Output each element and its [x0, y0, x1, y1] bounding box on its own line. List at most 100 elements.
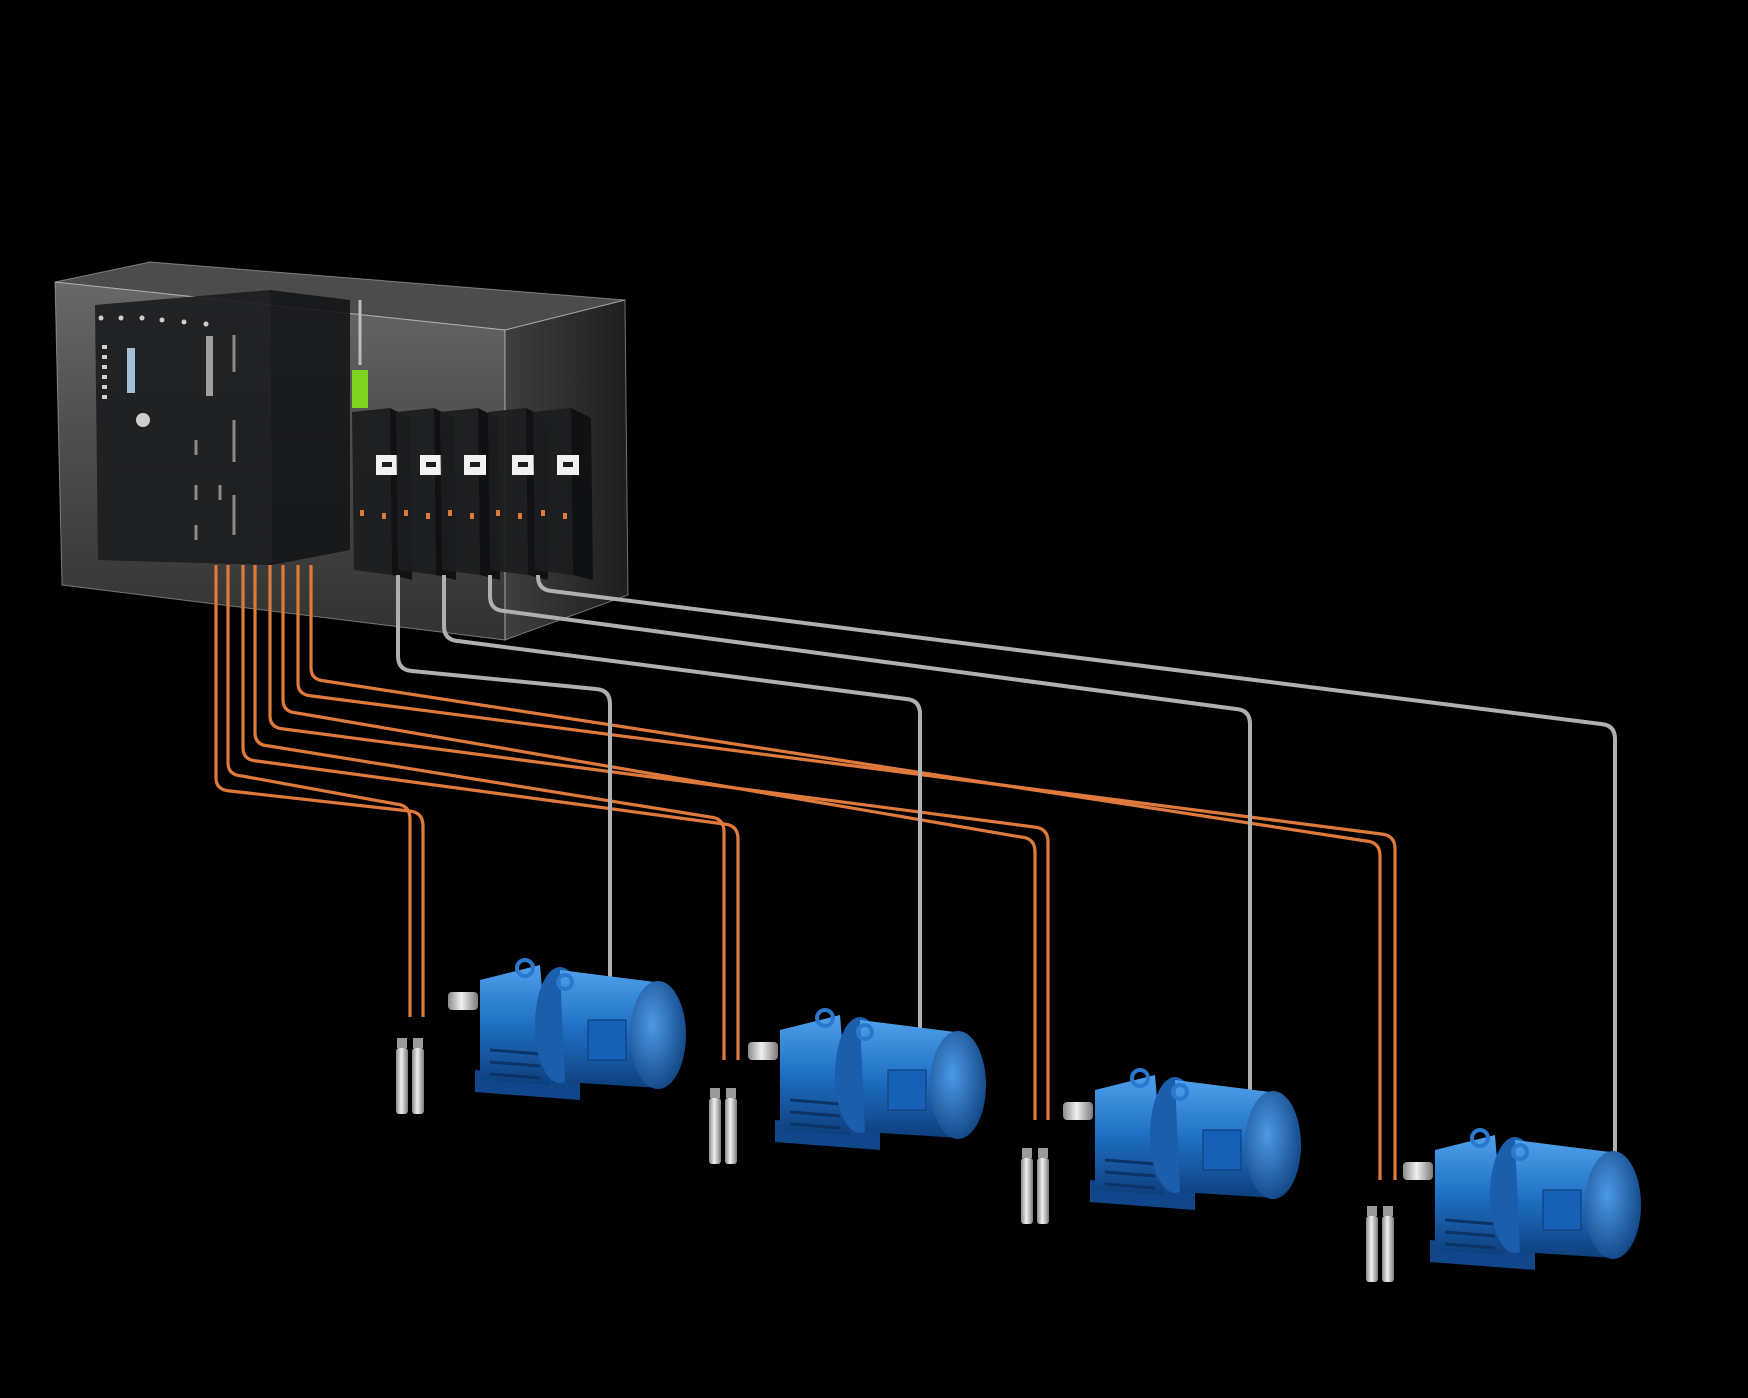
motor-end-cap — [630, 981, 686, 1089]
sensor-nut — [1038, 1148, 1048, 1158]
proximity-sensor-pair-4 — [1366, 1206, 1394, 1282]
drive-label-slot — [382, 462, 392, 467]
sensor-body — [1037, 1158, 1049, 1224]
motor-end-cap — [1585, 1151, 1641, 1259]
plc-display — [127, 348, 135, 393]
drive-led — [470, 513, 474, 519]
terminal-box — [1542, 1189, 1582, 1231]
motor-cable-2 — [442, 575, 922, 1088]
sensor-nut — [1022, 1148, 1032, 1158]
gearbox-housing — [480, 965, 550, 1085]
gearbox-ribs — [789, 1098, 841, 1130]
motor-cable-3 — [488, 575, 1252, 1143]
drive-led — [426, 513, 430, 519]
drive-led — [518, 513, 522, 519]
drive-module-5 — [533, 408, 593, 580]
drive-led — [541, 510, 545, 516]
proximity-sensor-pair-3 — [1021, 1148, 1049, 1224]
drive-led — [382, 513, 386, 519]
control-cabinet — [54, 261, 629, 641]
drive-body — [533, 408, 573, 575]
motor-shaft — [448, 992, 478, 1010]
plc-card-indicator — [206, 336, 213, 396]
sensor-nut — [413, 1038, 423, 1048]
gear-motor-3 — [1063, 1068, 1301, 1210]
gearbox-ribs — [1104, 1158, 1156, 1190]
sensor-body — [1021, 1158, 1033, 1224]
lifting-eye — [815, 1008, 835, 1028]
plc-key-switch — [136, 413, 150, 427]
gearbox-ribs — [489, 1048, 541, 1080]
motor-cable-4 — [536, 575, 1617, 1200]
drive-side — [571, 408, 593, 580]
drive-led — [448, 510, 452, 516]
terminal-box — [587, 1019, 627, 1061]
motor-end-cap — [1245, 1091, 1301, 1199]
sensor-body — [412, 1048, 424, 1114]
drive-label-slot — [563, 462, 573, 467]
drive-led — [360, 510, 364, 516]
motor-shaft — [1063, 1102, 1093, 1120]
plc-rack — [95, 290, 350, 565]
sensor-cable-5 — [268, 565, 1050, 1120]
drive-body — [440, 408, 480, 575]
motor-end-cap — [930, 1031, 986, 1139]
sensor-cable-7 — [296, 565, 1397, 1180]
proximity-sensor-pair-1 — [396, 1038, 424, 1114]
terminal-box — [1202, 1129, 1242, 1171]
proximity-sensor-pair-2 — [709, 1088, 737, 1164]
sensor-body — [1382, 1216, 1394, 1282]
sensor-body — [725, 1098, 737, 1164]
sensor-cable-6 — [281, 565, 1037, 1120]
drive-body — [352, 408, 392, 575]
motor-shaft — [1403, 1162, 1433, 1180]
drive-body — [488, 408, 528, 575]
drive-label-slot — [518, 462, 528, 467]
sensor-nut — [1367, 1206, 1377, 1216]
drive-modules — [352, 408, 593, 580]
plc-connectors — [194, 335, 236, 540]
plc-top-screws — [98, 315, 209, 327]
motor-shaft — [748, 1042, 778, 1060]
sensor-body — [1366, 1216, 1378, 1282]
drive-label-slot — [470, 462, 480, 467]
sensor-cable-3 — [241, 565, 740, 1060]
lifting-eye — [1130, 1068, 1150, 1088]
gearbox-housing — [1435, 1135, 1505, 1255]
gear-motor-1 — [448, 958, 686, 1100]
plc-rack-side — [270, 290, 350, 565]
gear-motor-4 — [1403, 1128, 1641, 1270]
sensor-nut — [710, 1088, 720, 1098]
sensor-nut — [397, 1038, 407, 1048]
gear-motors — [448, 958, 1641, 1270]
sensor-cable-4 — [253, 565, 726, 1060]
sensor-body — [396, 1048, 408, 1114]
proximity-sensors — [396, 1038, 1394, 1282]
gear-motor-2 — [748, 1008, 986, 1150]
drive-label-slot — [426, 462, 436, 467]
sensor-cable-2 — [226, 565, 412, 1017]
plc-rack-body — [95, 290, 272, 565]
sensor-body — [709, 1098, 721, 1164]
terminal-box — [887, 1069, 927, 1111]
motor-power-cables — [396, 575, 1617, 1200]
plc-leds — [102, 345, 107, 399]
sensor-nut — [726, 1088, 736, 1098]
gearbox-housing — [780, 1015, 850, 1135]
drive-led — [404, 510, 408, 516]
drive-led — [563, 513, 567, 519]
motor-cable-1 — [396, 575, 612, 1040]
lifting-eye — [556, 973, 574, 991]
power-supply-status-indicator — [352, 370, 368, 408]
lifting-eye — [856, 1023, 874, 1041]
sensor-cable-1 — [214, 565, 425, 1017]
sensor-cables — [214, 565, 1397, 1180]
lifting-eye — [1171, 1083, 1189, 1101]
drive-body — [396, 408, 436, 575]
gearbox-ribs — [1444, 1218, 1496, 1250]
lifting-eye — [1470, 1128, 1490, 1148]
drive-led — [496, 510, 500, 516]
lifting-eye — [515, 958, 535, 978]
